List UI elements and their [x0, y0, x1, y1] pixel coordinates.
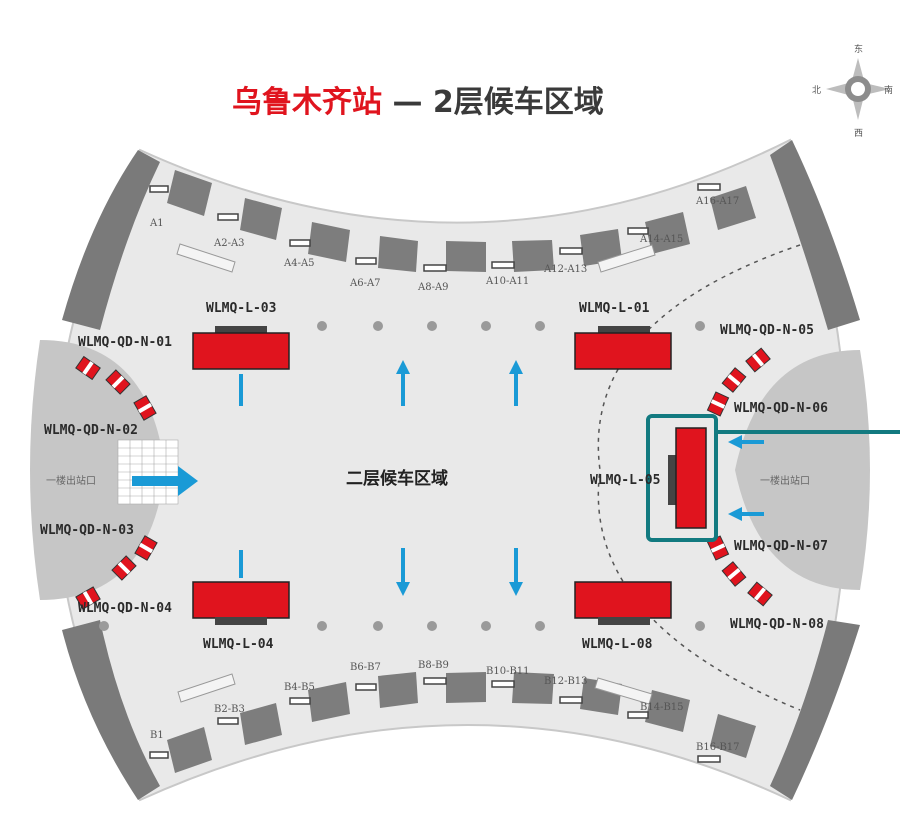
billboard-l03 — [192, 326, 290, 370]
compass-west-label: 西 — [854, 128, 863, 139]
gate-label: B2-B3 — [214, 704, 245, 715]
gate-label: A14-A15 — [639, 234, 683, 245]
gate-labels-bottom: B1 B2-B3 B4-B5 B6-B7 B8-B9 B10-B11 B12-B… — [150, 660, 740, 753]
gate-label: A8-A9 — [417, 282, 449, 293]
title-station: 乌鲁木齐站 — [232, 85, 382, 120]
gate-label: A6-A7 — [349, 278, 381, 289]
qd-label-left-1: WLMQ-QD-N-01 — [78, 335, 172, 350]
compass: 东 北 南 西 — [812, 43, 893, 139]
gate-label: B1 — [150, 730, 164, 741]
left-exit-label: 一楼出站口 — [46, 474, 96, 487]
billboard-l01 — [574, 326, 672, 370]
map-title: 乌鲁木齐站 — 2层候车区域 — [232, 85, 604, 120]
qd-label-right-7: WLMQ-QD-N-07 — [734, 539, 828, 554]
billboard-label-l03: WLMQ-L-03 — [206, 301, 276, 316]
qd-label-right-5: WLMQ-QD-N-05 — [720, 323, 814, 338]
left-escalator — [117, 439, 179, 505]
qd-label-right-6: WLMQ-QD-N-06 — [734, 401, 828, 416]
gate-label: B14-B15 — [640, 702, 684, 713]
qd-label-left-2: WLMQ-QD-N-02 — [44, 423, 138, 438]
compass-south-label: 南 — [884, 84, 893, 96]
gate-label: A12-A13 — [543, 264, 587, 275]
gate-labels-top: A1 A2-A3 A4-A5 A6-A7 A8-A9 A10-A11 A12-A… — [149, 196, 739, 293]
gate-markers-top — [149, 183, 721, 272]
center-area-label: 二层候车区域 — [346, 468, 448, 489]
top-wall-segments — [167, 170, 756, 272]
compass-north: 北 — [812, 85, 821, 96]
qd-label-left-3: WLMQ-QD-N-03 — [40, 523, 134, 538]
qd-label-right-8: WLMQ-QD-N-08 — [730, 617, 824, 632]
gate-label: B12-B13 — [544, 676, 588, 687]
pillars — [99, 321, 705, 631]
gate-markers-bottom — [149, 677, 721, 763]
gate-label: B10-B11 — [486, 666, 530, 677]
gate-label: A16-A17 — [695, 196, 739, 207]
right-exit-label: 一楼出站口 — [760, 474, 810, 487]
gate-label: B4-B5 — [284, 682, 315, 693]
bottom-wall-segments — [167, 672, 756, 773]
billboard-label-l01: WLMQ-L-01 — [579, 301, 650, 316]
highlight-frame — [646, 414, 718, 542]
billboard-l04 — [192, 581, 290, 625]
gate-label: B6-B7 — [350, 662, 381, 673]
billboard-l05 — [646, 414, 900, 542]
qd-label-left-4: WLMQ-QD-N-04 — [78, 601, 172, 616]
corner-walls — [62, 140, 860, 800]
hatched-strips — [176, 243, 656, 705]
gate-label: A1 — [149, 218, 164, 229]
qd-ads-right — [706, 347, 773, 607]
billboard-label-l08: WLMQ-L-08 — [582, 637, 653, 652]
gate-label: B8-B9 — [418, 660, 449, 671]
billboard-l08 — [574, 581, 672, 625]
compass-east: 东 — [854, 43, 863, 55]
billboard-label-l04: WLMQ-L-04 — [203, 637, 274, 652]
gate-label: A10-A11 — [485, 276, 529, 287]
title-floor: — 2层候车区域 — [382, 85, 604, 120]
gate-label: B16-B17 — [696, 742, 740, 753]
billboard-label-l05: WLMQ-L-05 — [590, 473, 660, 488]
left-exit-zone — [30, 340, 165, 600]
flow-arrows — [132, 360, 764, 596]
gate-label: A4-A5 — [283, 258, 315, 269]
qd-ads-left — [75, 355, 158, 610]
right-exit-zone — [735, 350, 870, 590]
gate-label: A2-A3 — [213, 238, 245, 249]
